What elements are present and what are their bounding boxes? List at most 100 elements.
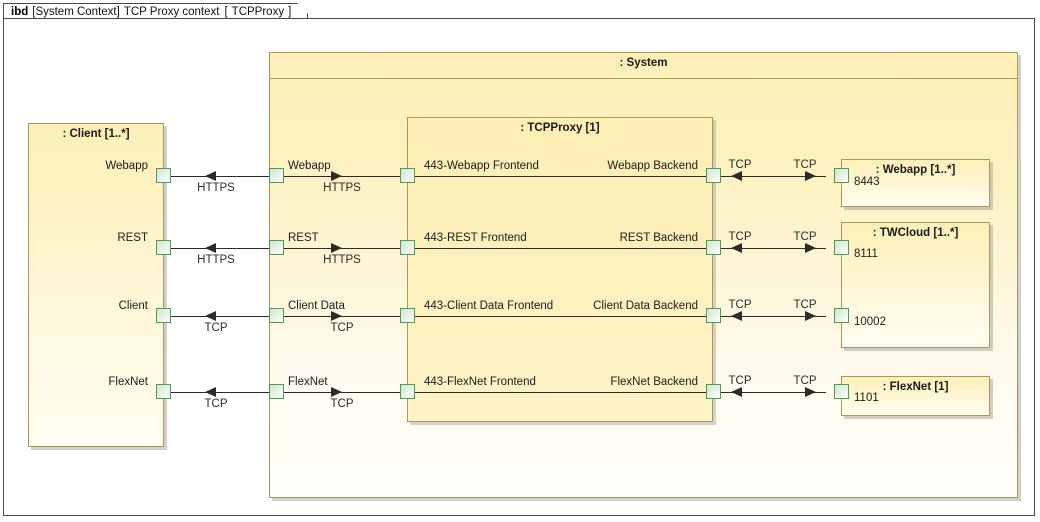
arrow-system-proxy-1 (331, 171, 342, 181)
port-system-rest[interactable] (269, 240, 284, 255)
port-proxy-webapp-backend[interactable] (706, 168, 721, 183)
port-webapp-8443-label: 8443 (854, 176, 880, 188)
arrow-client-system-1 (205, 171, 216, 181)
connector-label-proxy-systemedge-1: TCP (728, 159, 752, 171)
connector-system-proxy-3[interactable] (284, 316, 407, 317)
arrow-proxy-systemedge-4 (731, 387, 742, 397)
port-client-flexnet-label: FlexNet (108, 376, 148, 388)
block-tcpproxy-title: : TCPProxy [1] (520, 122, 600, 134)
frame-name: TCP Proxy context (123, 5, 220, 18)
block-tcpproxy[interactable]: : TCPProxy [1] (407, 117, 713, 422)
port-system-webapp-label: Webapp (288, 160, 331, 172)
arrow-systemedge-target-3 (805, 311, 816, 321)
connector-client-system-1[interactable] (171, 176, 269, 177)
block-twcloud-title: : TWCloud [1..*] (872, 227, 959, 239)
connector-label-system-proxy-4: TCP (330, 398, 354, 410)
connector-label-systemedge-target-4: TCP (793, 375, 817, 387)
port-client-flexnet[interactable] (156, 384, 171, 399)
connector-system-proxy-2[interactable] (284, 248, 407, 249)
port-proxy-client-data-backend-label: Client Data Backend (593, 300, 698, 312)
port-proxy-client-data-frontend[interactable] (400, 308, 415, 323)
connector-client-system-3[interactable] (171, 316, 269, 317)
block-twcloud[interactable]: : TWCloud [1..*] (841, 222, 990, 348)
connector-client-system-4[interactable] (171, 392, 269, 393)
block-webapp[interactable]: : Webapp [1..*] (841, 159, 990, 207)
arrow-systemedge-target-4 (805, 387, 816, 397)
port-system-flexnet-label: FlexNet (288, 376, 328, 388)
port-proxy-webapp-frontend-label: 443-Webapp Frontend (424, 160, 539, 172)
connector-proxy-systemedge-3[interactable] (721, 316, 826, 317)
connector-label-system-proxy-3: TCP (330, 322, 354, 334)
connector-proxy-systemedge-2[interactable] (721, 248, 826, 249)
block-flexnet-title: : FlexNet [1] (882, 381, 949, 393)
arrow-system-proxy-2 (331, 243, 342, 253)
frame-type: TCPProxy (231, 5, 285, 18)
connector-proxy-internal-4[interactable] (415, 392, 706, 393)
connector-label-client-system-2: HTTPS (197, 254, 235, 266)
connector-system-proxy-1[interactable] (284, 176, 407, 177)
block-webapp-title: : Webapp [1..*] (875, 164, 956, 176)
arrow-systemedge-target-1 (805, 171, 816, 181)
connector-proxy-internal-1[interactable] (415, 176, 706, 177)
port-system-webapp[interactable] (269, 168, 284, 183)
connector-label-proxy-systemedge-2: TCP (728, 231, 752, 243)
port-proxy-flexnet-frontend[interactable] (400, 384, 415, 399)
port-flexnet-1101-label: 1101 (854, 392, 879, 404)
connector-label-systemedge-target-3: TCP (793, 299, 817, 311)
port-proxy-client-data-backend[interactable] (706, 308, 721, 323)
arrow-proxy-systemedge-2 (731, 243, 742, 253)
connector-label-system-proxy-1: HTTPS (323, 182, 361, 194)
port-client-webapp[interactable] (156, 168, 171, 183)
connector-label-proxy-systemedge-3: TCP (728, 299, 752, 311)
frame-bracket-open: [ (224, 5, 228, 18)
frame-keyword: ibd (11, 5, 29, 18)
connector-proxy-internal-2[interactable] (415, 248, 706, 249)
connector-proxy-systemedge-4[interactable] (721, 392, 826, 393)
port-client-client-label: Client (118, 300, 148, 312)
port-proxy-flexnet-backend-label: FlexNet Backend (610, 376, 698, 388)
diagram-frame-tab: ibd [System Context] TCP Proxy context [… (3, 3, 308, 19)
port-proxy-rest-backend[interactable] (706, 240, 721, 255)
connector-proxy-internal-3[interactable] (415, 316, 706, 317)
block-client[interactable]: : Client [1..*] (28, 123, 164, 447)
port-client-rest[interactable] (156, 240, 171, 255)
port-webapp-8443[interactable] (834, 168, 849, 183)
arrow-client-system-4 (205, 387, 216, 397)
port-twcloud-8111-label: 8111 (854, 248, 878, 260)
connector-label-client-system-4: TCP (204, 398, 228, 410)
block-flexnet[interactable]: : FlexNet [1] (841, 376, 990, 416)
connector-label-proxy-systemedge-4: TCP (728, 375, 752, 387)
arrow-client-system-3 (205, 311, 216, 321)
port-client-rest-label: REST (117, 232, 148, 244)
port-system-client-data[interactable] (269, 308, 284, 323)
port-twcloud-10002[interactable] (834, 308, 849, 323)
port-client-webapp-label: Webapp (105, 160, 148, 172)
port-proxy-rest-frontend[interactable] (400, 240, 415, 255)
arrow-proxy-systemedge-1 (731, 171, 742, 181)
connector-label-systemedge-target-2: TCP (793, 231, 817, 243)
block-system-title: : System (619, 57, 668, 69)
port-proxy-client-data-frontend-label: 443-Client Data Frontend (424, 300, 554, 312)
connector-system-proxy-4[interactable] (284, 392, 407, 393)
arrow-client-system-2 (205, 243, 216, 253)
port-proxy-rest-frontend-label: 443-REST Frontend (424, 232, 527, 244)
port-client-client[interactable] (156, 308, 171, 323)
port-proxy-webapp-backend-label: Webapp Backend (607, 160, 698, 172)
arrow-system-proxy-4 (331, 387, 342, 397)
port-proxy-webapp-frontend[interactable] (400, 168, 415, 183)
block-system-header-divider (270, 78, 1017, 79)
connector-client-system-2[interactable] (171, 248, 269, 249)
arrow-systemedge-target-2 (805, 243, 816, 253)
frame-bracket-close: ] (288, 5, 292, 18)
port-system-flexnet[interactable] (269, 384, 284, 399)
port-system-client-data-label: Client Data (288, 300, 345, 312)
connector-proxy-systemedge-1[interactable] (721, 176, 826, 177)
port-proxy-flexnet-backend[interactable] (706, 384, 721, 399)
arrow-proxy-systemedge-3 (731, 311, 742, 321)
arrow-system-proxy-3 (331, 311, 342, 321)
port-flexnet-1101[interactable] (834, 384, 849, 399)
connector-label-system-proxy-2: HTTPS (323, 254, 361, 266)
port-proxy-flexnet-frontend-label: 443-FlexNet Frontend (424, 376, 536, 388)
port-twcloud-8111[interactable] (834, 240, 849, 255)
